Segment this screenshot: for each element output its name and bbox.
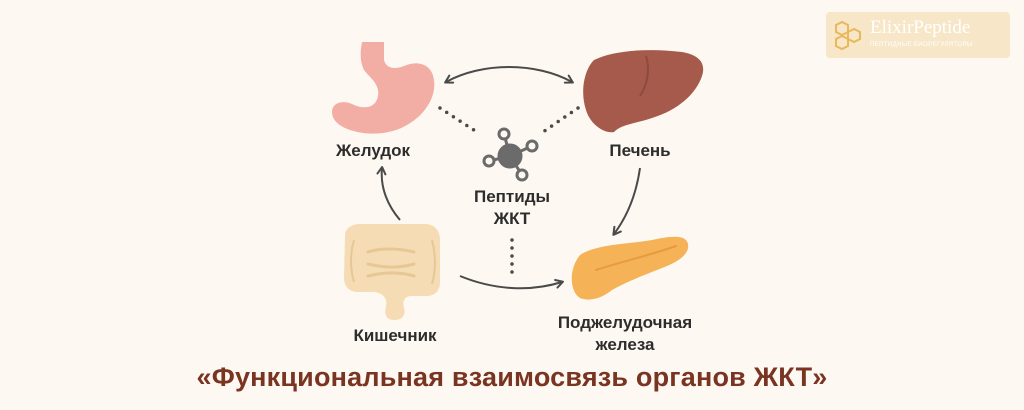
pancreas-illustration: [571, 236, 689, 300]
brand-name: ElixirPeptide: [870, 17, 971, 38]
peptide-molecule-icon: [482, 127, 539, 182]
intestine-label: Кишечник: [353, 326, 437, 345]
peptides-label-line1: Пептиды: [473, 187, 551, 206]
arrow-intestine-pancreas: [459, 275, 564, 290]
pancreas-label-line2: железа: [595, 335, 655, 354]
liver-illustration: [583, 50, 704, 133]
brand-tagline: ПЕПТИДНЫЕ БИОРЕГУЛЯТОРЫ: [870, 42, 973, 48]
stomach-illustration: [332, 42, 435, 134]
caption-title: «Функциональная взаимосвязь органов ЖКТ»: [196, 362, 828, 392]
pancreas-label-line1: Поджелудочная: [557, 313, 693, 332]
hexagon-logo-icon: [835, 20, 861, 51]
peptides-label-line2: ЖКТ: [493, 209, 531, 228]
arrow-intestine-stomach: [376, 166, 401, 221]
dotted-connectors: [438, 106, 580, 278]
arrow-liver-pancreas: [612, 167, 641, 236]
arrow-stomach-liver: [444, 66, 574, 84]
intestine-illustration: [344, 224, 440, 320]
liver-label: Печень: [609, 141, 671, 160]
brand-logo: ElixirPeptide ПЕПТИДНЫЕ БИОРЕГУЛЯТОРЫ: [826, 12, 1010, 58]
stomach-label: Желудок: [335, 141, 411, 160]
